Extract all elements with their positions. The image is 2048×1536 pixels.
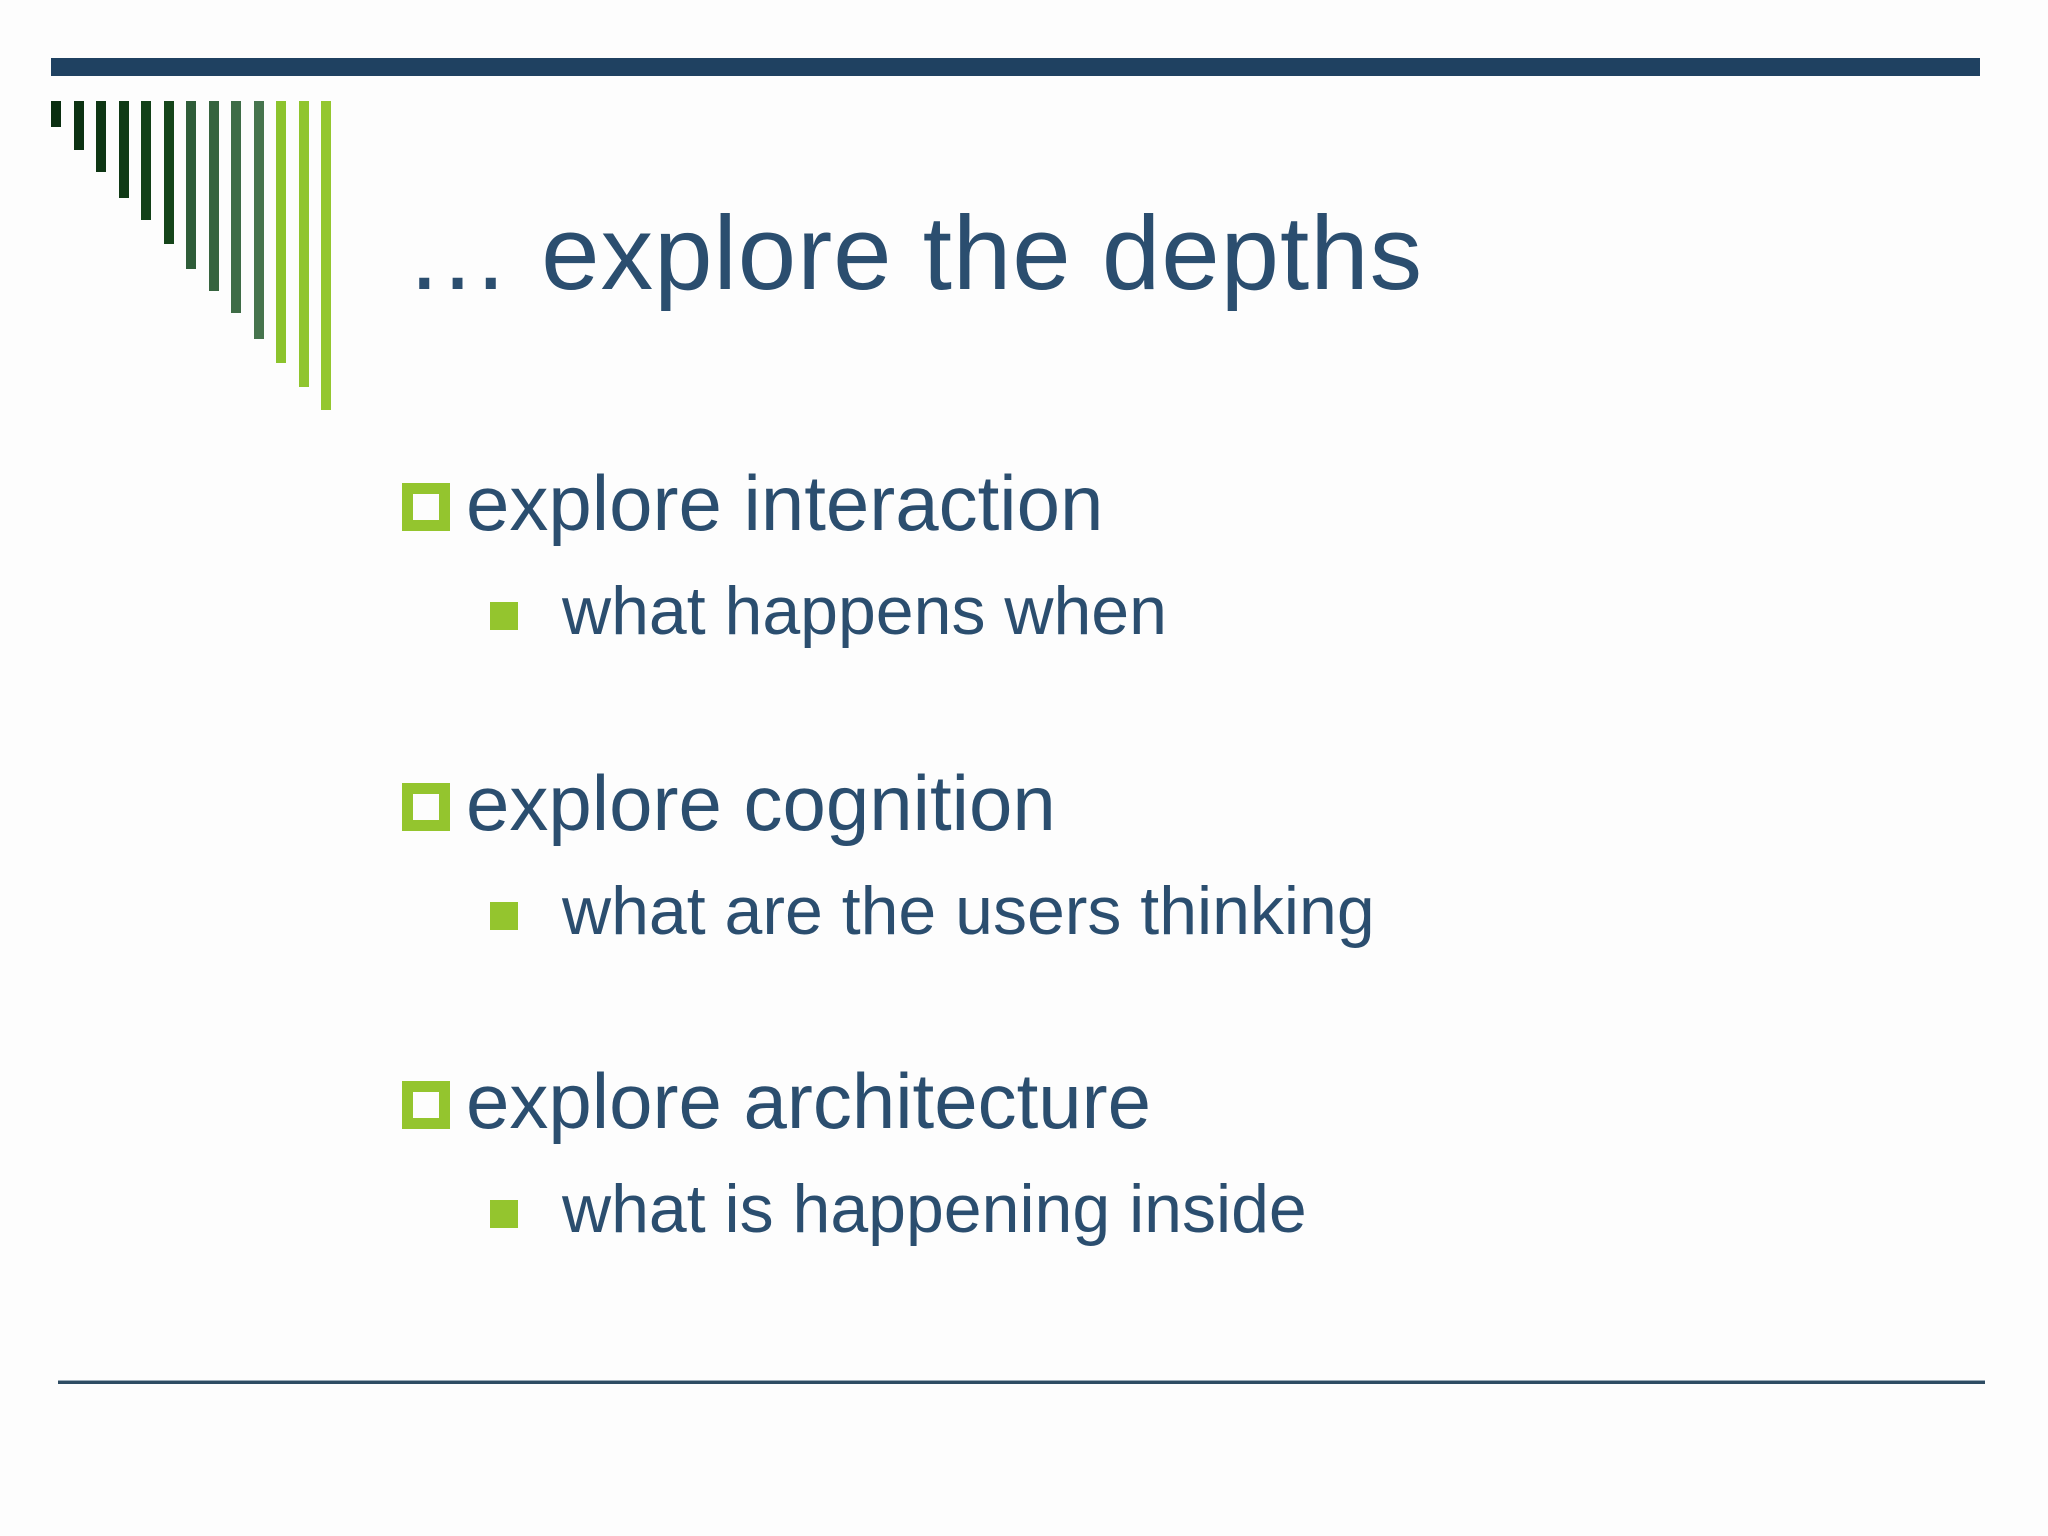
decor-bar bbox=[231, 101, 241, 313]
sub-bullet-label: what are the users thinking bbox=[562, 873, 1375, 949]
decor-bar bbox=[208, 101, 219, 291]
bullet-square-icon bbox=[402, 483, 450, 531]
decor-bar bbox=[298, 101, 309, 387]
decorative-bars bbox=[51, 101, 351, 421]
decor-bar bbox=[141, 101, 151, 220]
bullet-label: explore interaction bbox=[466, 459, 1104, 547]
decor-bar bbox=[96, 101, 106, 172]
decor-bar bbox=[163, 101, 174, 244]
top-accent-bar bbox=[51, 58, 1980, 76]
sub-bullet-square-icon bbox=[490, 1200, 518, 1228]
bullet-label: explore cognition bbox=[466, 759, 1056, 847]
page-title: … explore the depths bbox=[405, 195, 1424, 312]
sub-bullet-label: what happens when bbox=[562, 573, 1167, 649]
bullet-square-icon bbox=[402, 783, 450, 831]
decor-bar bbox=[51, 101, 61, 127]
decor-bar bbox=[73, 101, 84, 150]
decor-bar bbox=[253, 101, 264, 339]
bullet-label: explore architecture bbox=[466, 1057, 1152, 1145]
decor-bar bbox=[186, 101, 196, 269]
sub-bullet-square-icon bbox=[490, 602, 518, 630]
sub-bullet-square-icon bbox=[490, 902, 518, 930]
decor-bar bbox=[321, 101, 331, 410]
decor-bar bbox=[276, 101, 286, 363]
sub-bullet-label: what is happening inside bbox=[562, 1171, 1307, 1247]
bullet-square-icon bbox=[402, 1081, 450, 1129]
footer-divider-line bbox=[58, 1380, 1985, 1384]
decor-bar bbox=[118, 101, 129, 198]
